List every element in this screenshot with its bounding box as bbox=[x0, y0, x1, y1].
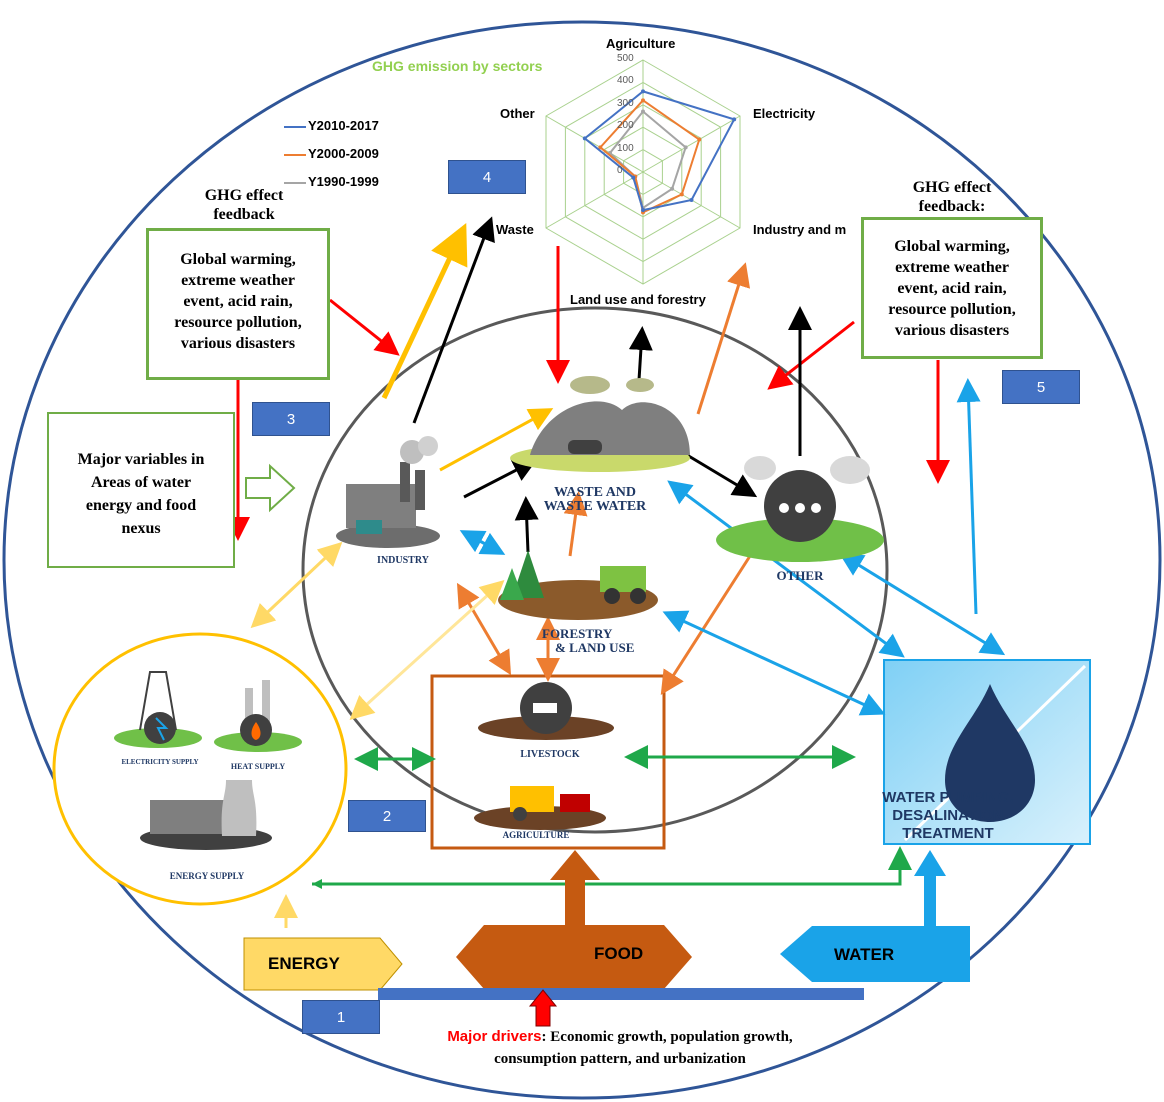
other-illustration bbox=[716, 456, 884, 562]
radar-point bbox=[670, 186, 675, 191]
food-up-arrow bbox=[550, 850, 600, 930]
radar-tick-label: 0 bbox=[617, 165, 623, 176]
radar-point bbox=[683, 145, 688, 150]
industry-label: INDUSTRY bbox=[377, 555, 429, 566]
radar-axis-electricity: Electricity bbox=[753, 106, 816, 121]
radar-title: GHG emission by sectors bbox=[372, 58, 543, 74]
water-nexus-label: WATER bbox=[834, 945, 895, 964]
variables-box: Major variables in Areas of water energy… bbox=[47, 412, 235, 568]
landfill-illustration bbox=[510, 376, 690, 472]
forestry-illustration bbox=[498, 550, 658, 620]
radar-tick-label: 500 bbox=[617, 53, 634, 64]
feedback-arrow-left-in bbox=[329, 298, 400, 356]
other-water-arrow bbox=[838, 552, 1006, 656]
waste-to-landuse-arrow bbox=[628, 326, 653, 381]
industry-to-waste-arrow-black bbox=[463, 459, 538, 499]
radar-point bbox=[689, 198, 694, 202]
radar-point bbox=[697, 137, 702, 142]
food-shape bbox=[456, 925, 692, 989]
radar-point bbox=[679, 192, 684, 197]
drivers-label: Major drivers bbox=[447, 1028, 542, 1045]
energy-forestry-arrow bbox=[349, 579, 505, 721]
radar-point bbox=[641, 89, 645, 94]
water-up-arrow bbox=[914, 850, 946, 928]
livestock-illustration bbox=[478, 682, 614, 740]
radar-axis-agriculture: Agriculture bbox=[606, 36, 676, 51]
radar-point bbox=[641, 109, 645, 114]
outer-boundary bbox=[2, 20, 1162, 1100]
feedback-left-box: Global warming, extreme weather event, a… bbox=[146, 228, 330, 380]
food-label: FOOD bbox=[594, 944, 644, 963]
radar-point bbox=[598, 145, 603, 150]
drivers-up-arrow bbox=[528, 989, 558, 1027]
legend-item-2000: Y2000-2009 bbox=[284, 140, 379, 168]
variables-hollow-arrow bbox=[245, 463, 296, 513]
number-box-4: 4 bbox=[448, 160, 526, 194]
radar-spoke bbox=[642, 115, 741, 173]
legend-item-1990: Y1990-1999 bbox=[284, 168, 379, 196]
forestry-to-waste-arrow bbox=[514, 496, 539, 553]
radar-spoke bbox=[545, 115, 644, 173]
energy-water-arrow-head bbox=[312, 879, 322, 889]
other-to-food-arrow bbox=[660, 555, 752, 696]
heat-supply-label: HEAT SUPPLY bbox=[230, 762, 286, 771]
radar-axis-industry: Industry and m bbox=[753, 222, 847, 237]
feedback-arrow-right-in bbox=[767, 320, 855, 390]
radar-tick-label: 200 bbox=[617, 120, 634, 132]
industry-forestry-blue-arrow bbox=[459, 530, 506, 555]
electricity-supply-label: ELECTRICITY SUPPLY bbox=[121, 758, 199, 766]
energy-supply-label: ENERGY SUPPLY bbox=[169, 871, 245, 881]
waste-to-other-arrow bbox=[681, 450, 758, 498]
energy-circle bbox=[52, 632, 348, 906]
energy-industry-arrow bbox=[250, 541, 343, 629]
radar-axis-other: Other bbox=[500, 106, 535, 121]
radar-tick-label: 300 bbox=[617, 97, 634, 109]
agriculture-illustration bbox=[474, 786, 606, 830]
forestry-to-waste-orange-arrow bbox=[563, 491, 588, 557]
radar-point bbox=[582, 136, 587, 141]
waste-to-industry-chart-arrow bbox=[696, 262, 751, 415]
radar-point bbox=[631, 175, 636, 180]
radar-point bbox=[641, 208, 645, 213]
agriculture-label: AGRICULTURE bbox=[502, 830, 570, 840]
ghg-radar-chart bbox=[545, 59, 741, 285]
water-shape bbox=[780, 926, 970, 982]
energy-shape bbox=[243, 937, 403, 991]
radar-axis-landuse: Land use and forestry bbox=[570, 292, 706, 307]
number-box-5: 5 bbox=[1002, 370, 1080, 404]
energy-illustrations bbox=[114, 671, 302, 850]
number-box-2: 2 bbox=[348, 800, 426, 832]
livestock-label: LIVESTOCK bbox=[520, 749, 580, 760]
number-box-1: 1 bbox=[302, 1000, 380, 1034]
radar-axis-waste: Waste bbox=[496, 222, 534, 237]
energy-water-arrow bbox=[312, 846, 912, 886]
industry-to-waste-arrow-yellow bbox=[439, 408, 554, 472]
water-drop-icon bbox=[945, 684, 1035, 822]
radar-legend: Y2010-2017 Y2000-2009 Y1990-1999 bbox=[284, 112, 379, 196]
industry-to-chart-arrow-black bbox=[412, 216, 495, 424]
forestry-label: FORESTRY& LAND USE bbox=[542, 626, 635, 655]
drivers-bar bbox=[378, 988, 864, 1000]
radar-tick-label: 100 bbox=[617, 142, 634, 154]
legend-item-2010: Y2010-2017 bbox=[284, 112, 379, 140]
radar-point bbox=[732, 117, 737, 122]
radar-tick-label: 400 bbox=[617, 75, 634, 87]
industry-to-chart-arrow-yellow bbox=[381, 222, 468, 400]
forestry-water-arrow bbox=[662, 610, 886, 716]
drivers-text: Major drivers: Economic growth, populati… bbox=[447, 1028, 793, 1067]
other-label: OTHER bbox=[776, 568, 824, 583]
feedback-right-box: Global warming, extreme weather event, a… bbox=[861, 217, 1043, 359]
radar-point bbox=[641, 98, 645, 103]
energy-label: ENERGY bbox=[268, 954, 340, 973]
water-to-feedback-arrow bbox=[956, 378, 981, 615]
radar-spoke bbox=[545, 171, 644, 229]
number-box-3: 3 bbox=[252, 402, 330, 436]
industry-illustration bbox=[336, 436, 440, 548]
